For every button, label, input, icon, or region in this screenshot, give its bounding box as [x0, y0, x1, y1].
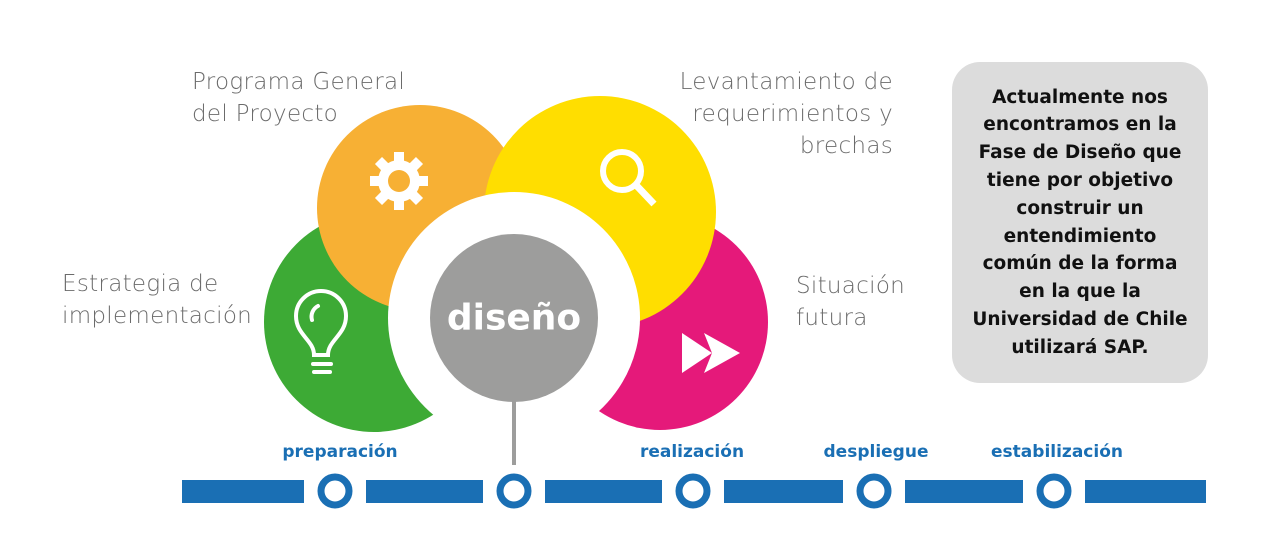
- label-programa-general: Programa General del Proyecto: [192, 66, 405, 130]
- label-estrategia: Estrategia de implementación: [62, 268, 252, 332]
- label-line: Situación: [796, 273, 906, 299]
- info-line: entendimiento: [1003, 225, 1157, 247]
- info-line: Universidad de Chile: [972, 308, 1188, 330]
- timeline-node: [856, 473, 892, 509]
- info-line: encontramos en la: [983, 114, 1177, 136]
- gear-icon: [370, 152, 428, 210]
- center-label: diseño: [446, 297, 582, 339]
- center-circle: [430, 234, 598, 402]
- label-situacion-futura: Situación futura: [796, 270, 905, 334]
- info-line: utilizará SAP.: [1011, 336, 1149, 358]
- info-line: construir un: [1016, 197, 1144, 219]
- info-box: Actualmente nos encontramos en la Fase d…: [952, 62, 1208, 383]
- label-line: Levantamiento de: [679, 69, 893, 95]
- label-line: Estrategia de: [62, 271, 219, 297]
- label-line: del Proyecto: [192, 101, 339, 127]
- timeline-node: [1036, 473, 1072, 509]
- timeline-node: [317, 473, 353, 509]
- label-line: requerimientos y: [692, 101, 893, 127]
- info-line: en la que la: [1019, 281, 1141, 303]
- timeline-node: [496, 473, 532, 509]
- phase-estabilizacion: estabilización: [991, 442, 1123, 462]
- phase-realizacion: realización: [639, 442, 745, 462]
- lightbulb-icon: [293, 289, 349, 374]
- label-line: futura: [796, 305, 868, 331]
- label-levantamiento: Levantamiento de requerimientos y brecha…: [680, 66, 893, 162]
- phase-despliegue: despliegue: [823, 442, 929, 462]
- timeline: [182, 473, 1206, 509]
- phase-preparacion: preparación: [282, 442, 398, 462]
- info-line: tiene por objetivo: [986, 169, 1174, 191]
- info-line: común de la forma: [982, 253, 1178, 275]
- label-line: Programa General: [192, 69, 406, 95]
- info-line: Actualmente nos: [992, 86, 1168, 108]
- info-line: Fase de Diseño que: [978, 142, 1182, 164]
- label-line: brechas: [799, 133, 893, 159]
- center-stem: [512, 395, 516, 465]
- timeline-node: [675, 473, 711, 509]
- fast-forward-icon: [682, 333, 740, 373]
- label-line: implementación: [62, 303, 253, 329]
- search-icon: [600, 149, 657, 207]
